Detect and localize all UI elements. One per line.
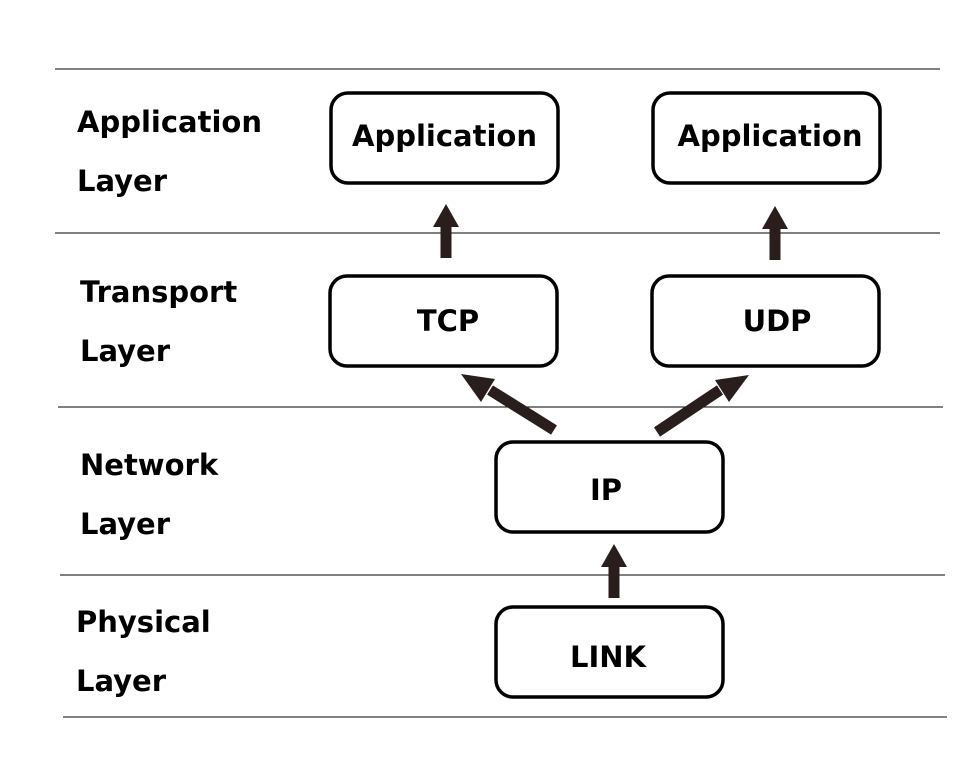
node-link-box: [494, 605, 725, 699]
node-udp-label: UDP: [743, 304, 812, 338]
arrow-tcp-to-application-left: [433, 204, 459, 258]
layer-label-physical-line1: Physical: [76, 605, 211, 639]
node-link: LINK: [494, 605, 725, 699]
arrow-up-icon: [433, 204, 459, 227]
arrow-up-icon: [762, 206, 788, 229]
node-ip-box: [494, 440, 725, 534]
node-udp: UDP: [650, 274, 881, 368]
layer-label-physical: Physical Layer: [76, 605, 211, 698]
arrow-shaft: [653, 385, 724, 437]
node-application-right-label: Application: [678, 119, 863, 153]
layer-label-application-line2: Layer: [77, 164, 168, 198]
layer-label-application-line1: Application: [77, 105, 262, 139]
layer-label-physical-line2: Layer: [76, 664, 167, 698]
node-tcp-box: [328, 274, 559, 368]
node-application-right-box: [651, 91, 882, 185]
layer-label-application: Application Layer: [77, 105, 262, 198]
node-application-right: Application: [651, 91, 882, 185]
node-ip: IP: [494, 440, 725, 534]
arrow-ip-to-tcp: [461, 374, 557, 435]
layer-label-network-line1: Network: [80, 448, 219, 482]
arrow-shaft: [487, 385, 557, 435]
node-application-left: Application: [329, 91, 560, 185]
layer-label-network: Network Layer: [80, 448, 219, 541]
node-ip-label: IP: [590, 473, 622, 507]
arrow-up-right-icon: [715, 375, 749, 402]
layer-label-network-line2: Layer: [80, 507, 171, 541]
arrow-ip-to-udp: [653, 375, 749, 437]
node-tcp: TCP: [328, 274, 559, 368]
arrow-up-left-icon: [461, 374, 495, 402]
node-application-left-box: [329, 91, 560, 185]
node-udp-box: [650, 274, 881, 368]
layer-label-transport-line1: Transport: [80, 275, 237, 309]
node-application-left-label: Application: [352, 119, 537, 153]
node-link-label: LINK: [570, 640, 648, 674]
node-tcp-label: TCP: [417, 304, 479, 338]
arrow-udp-to-application-right: [762, 206, 788, 260]
arrow-link-to-ip: [601, 544, 627, 598]
arrow-up-icon: [601, 544, 627, 567]
layer-label-transport: Transport Layer: [80, 275, 237, 368]
layer-label-transport-line2: Layer: [80, 334, 171, 368]
